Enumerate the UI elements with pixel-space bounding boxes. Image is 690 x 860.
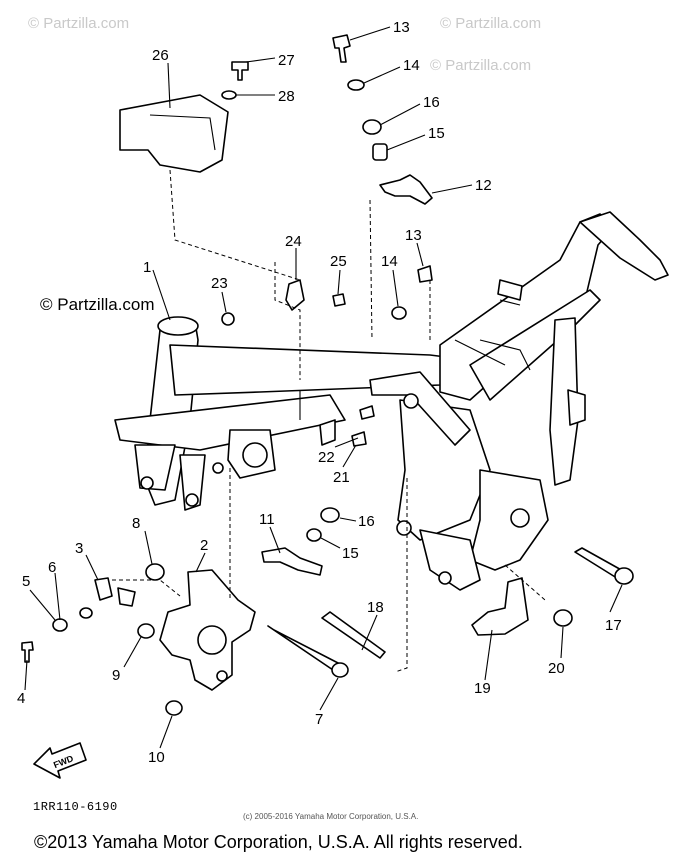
main-frame	[114, 211, 669, 591]
callout-23: 23	[211, 275, 228, 292]
callout-3: 3	[75, 540, 83, 557]
callout-17: 17	[605, 617, 622, 634]
callout-numbers: 26 27 28 13 14 16 15 12 1 23 24 25 13 14…	[17, 19, 622, 766]
callout-5: 5	[22, 573, 30, 590]
callout-26: 26	[152, 47, 169, 64]
callout-8: 8	[132, 515, 140, 532]
callout-13-mid: 13	[405, 227, 422, 244]
watermark-top-right: © Partzilla.com	[440, 15, 541, 32]
watermark-mid: © Partzilla.com	[40, 295, 155, 314]
callout-21: 21	[333, 469, 350, 486]
callout-2: 2	[200, 537, 208, 554]
callout-7: 7	[315, 711, 323, 728]
callout-16-top: 16	[423, 94, 440, 111]
watermark-top-left: © Partzilla.com	[28, 15, 129, 32]
callout-22: 22	[318, 449, 335, 466]
diagram-code: 1RR110-6190	[33, 800, 118, 814]
callout-15-mid: 15	[342, 545, 359, 562]
callout-18: 18	[367, 599, 384, 616]
small-parts	[21, 34, 634, 716]
callout-1: 1	[143, 259, 151, 276]
callout-4: 4	[17, 690, 25, 707]
callout-25: 25	[330, 253, 347, 270]
leader-lines	[24, 26, 623, 749]
callout-6: 6	[48, 559, 56, 576]
callout-27: 27	[278, 52, 295, 69]
callout-11: 11	[259, 511, 275, 528]
small-copyright: (c) 2005-2016 Yamaha Motor Corporation, …	[243, 812, 419, 821]
callout-28: 28	[278, 88, 295, 105]
callout-15-top: 15	[428, 125, 445, 142]
watermark-right-2: © Partzilla.com	[430, 57, 531, 74]
callout-16-mid: 16	[358, 513, 375, 530]
callout-19: 19	[474, 680, 491, 697]
callout-14-top: 14	[403, 57, 420, 74]
callout-12: 12	[475, 177, 492, 194]
callout-24: 24	[285, 233, 302, 250]
callout-10: 10	[148, 749, 165, 766]
footer-copyright: ©2013 Yamaha Motor Corporation, U.S.A. A…	[34, 832, 523, 852]
callout-14-mid: 14	[381, 253, 398, 270]
callout-9: 9	[112, 667, 120, 684]
callout-13-top-label: 13	[393, 19, 410, 36]
callout-20: 20	[548, 660, 565, 677]
fwd-arrow-icon: FWD	[33, 742, 87, 779]
